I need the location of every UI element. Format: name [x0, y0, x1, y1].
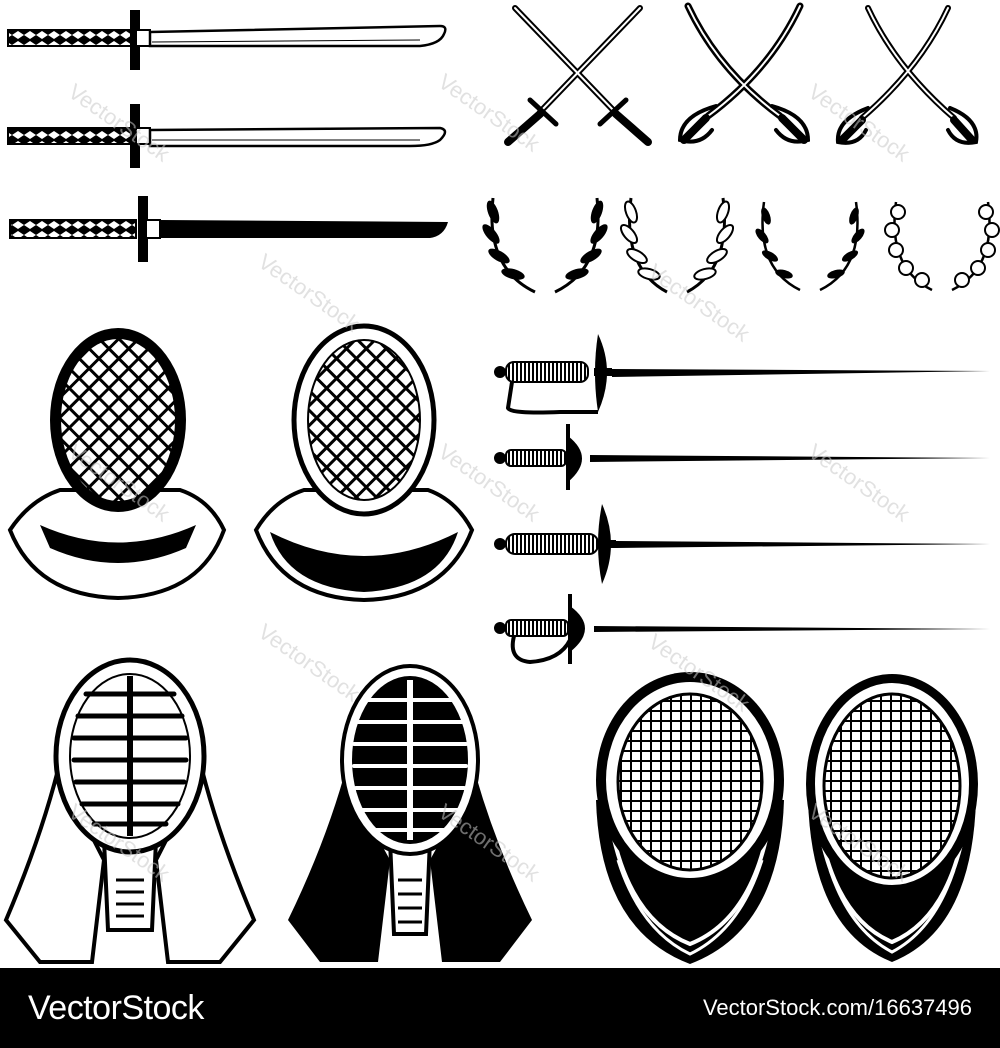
fencing-mask-icon: [596, 672, 784, 964]
katana-icon: [7, 10, 447, 70]
crossed-swords-icon: [504, 5, 652, 146]
crossed-swords-icon: [677, 2, 811, 144]
image-url[interactable]: VectorStock.com/16637496: [702, 995, 972, 1020]
fencing-sword-icon: [494, 424, 990, 490]
katana-icon: [9, 196, 448, 262]
fencing-mask-icon: [7, 328, 227, 601]
laurel-wreath-icon: [619, 197, 735, 294]
fencing-mask-icon: [806, 674, 978, 962]
footer-bar: VectorStock VectorStock.com/16637496: [0, 968, 1000, 1048]
laurel-wreath-icon: [884, 201, 1000, 292]
katana-icon: [7, 104, 447, 168]
fencing-sword-icon: [494, 594, 990, 665]
fencing-equipment-illustration: [3, 2, 1000, 964]
kendo-helmet-icon: [288, 664, 532, 962]
laurel-wreath-icon: [482, 197, 608, 294]
brand-logo[interactable]: VectorStock: [28, 988, 204, 1027]
fencing-sword-icon: [494, 334, 990, 415]
fencing-sword-icon: [494, 504, 990, 584]
crossed-swords-icon: [835, 5, 979, 145]
laurel-wreath-icon: [755, 201, 865, 292]
kendo-helmet-icon: [3, 657, 257, 964]
fencing-mask-icon: [253, 323, 475, 603]
